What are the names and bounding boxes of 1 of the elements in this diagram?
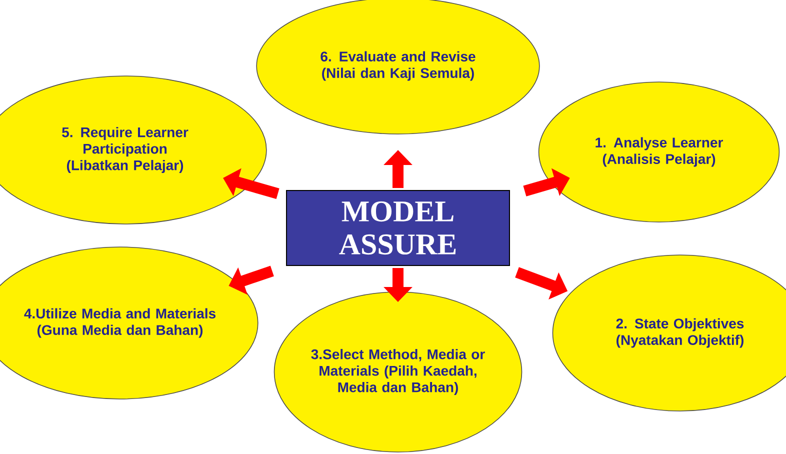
title-box: MODEL ASSURE <box>286 190 510 266</box>
